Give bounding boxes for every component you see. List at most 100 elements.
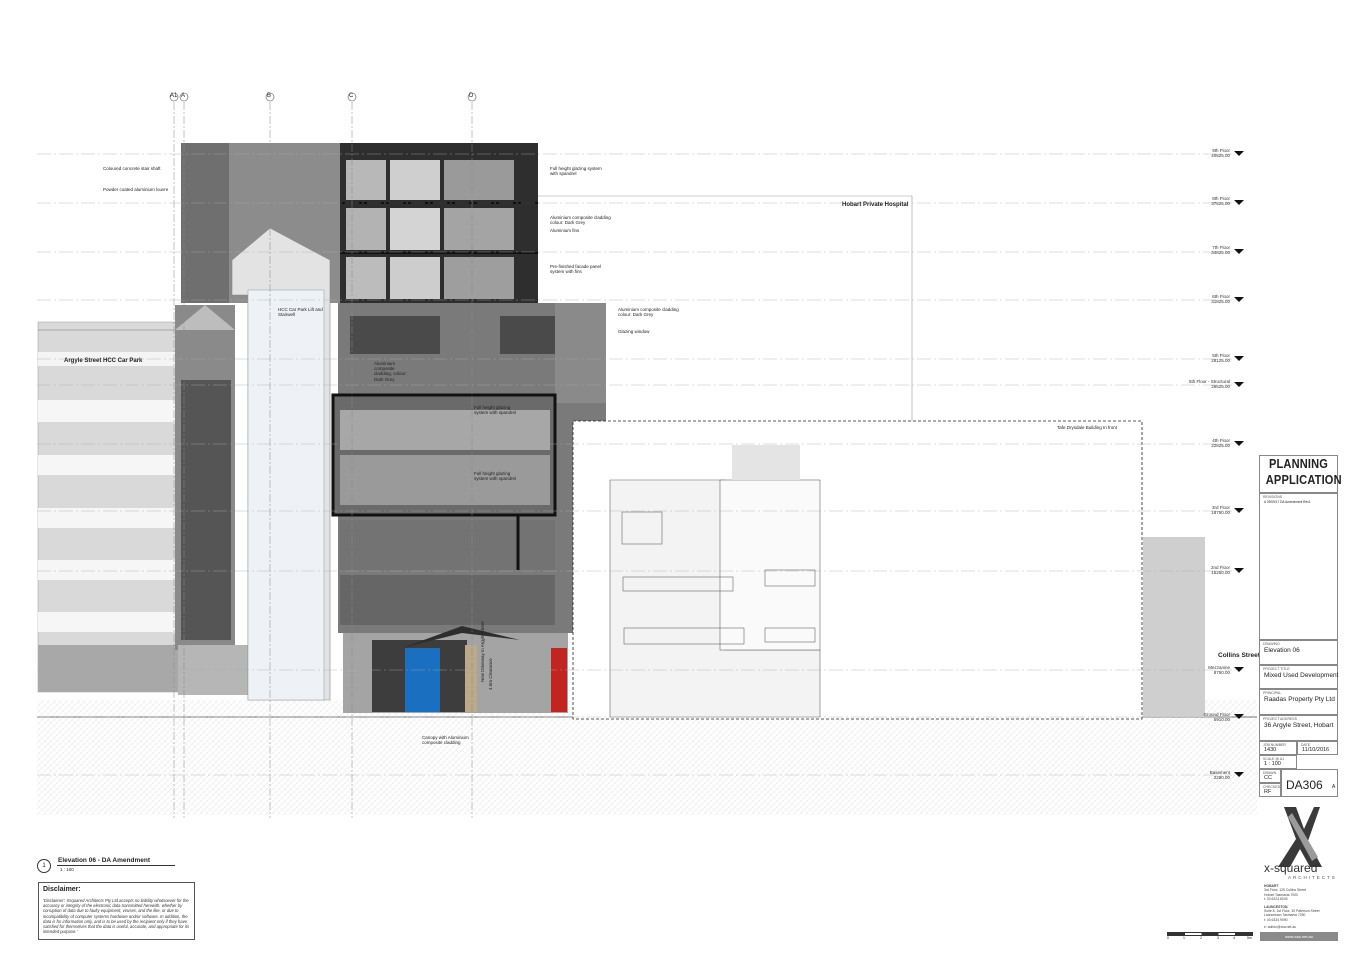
note-panel: Pre-finished facade panel system with fi…: [550, 264, 602, 275]
job-value: 1430: [1264, 747, 1277, 753]
x-logo-icon: [1278, 807, 1322, 867]
grid-bubble: [347, 92, 357, 102]
scale-tick: 4: [1233, 936, 1235, 940]
grid-label: A1: [170, 93, 178, 99]
level-marker-icon: [1234, 441, 1244, 446]
level-marker-icon: [1234, 249, 1244, 254]
scale-tick: 2: [1200, 936, 1202, 940]
scale-bar: 0 1 2 3 4 5m: [1167, 932, 1253, 940]
hcc-lift: [231, 227, 331, 701]
company-web[interactable]: www.xsa.net.au: [1260, 932, 1338, 941]
note-louvre: Powder coated aluminium louvre: [103, 187, 169, 192]
revisions-label: REVISIONS: [1263, 495, 1283, 499]
tower-upper: [340, 143, 538, 303]
note-canopy: Canopy with Aluminium composite cladding: [422, 735, 469, 746]
company-name: x-squared: [1264, 861, 1318, 875]
grid-bubble: [179, 92, 189, 102]
hospital-outline: [538, 195, 913, 421]
level-marker-icon: [1234, 508, 1244, 513]
date-label: DATE: [1301, 743, 1311, 747]
grid-label: D: [469, 93, 474, 99]
label-argyle-carpark: Argyle Street HCC Car Park: [64, 358, 143, 364]
note-alu-cladding: Aluminium composite cladding colour: Dar…: [550, 215, 611, 226]
addr-line: Hobart Tasmania 7000: [1264, 892, 1299, 897]
checked-value: RF: [1264, 789, 1272, 795]
grid-bubble: [169, 92, 179, 102]
drawing-cell: DRAWING Elevation 06: [1259, 640, 1338, 665]
job-cell: JOB NUMBER 1430: [1259, 741, 1297, 755]
addr-line: t: 03 6224 8245: [1264, 897, 1288, 902]
project-title-value: Mixed Used Development: [1264, 672, 1339, 679]
label-hobart-private: Hobart Private Hospital: [842, 202, 909, 208]
level-marker-icon: [1234, 667, 1244, 672]
grid-label: B: [267, 93, 272, 99]
address-value: 36 Argyle Street, Hobart: [1264, 722, 1334, 729]
disclaimer-heading: Disclaimer:: [43, 886, 81, 893]
level-marker-icon: [1234, 382, 1244, 387]
addr-line: 3rd Floor, 125 Collins Street: [1264, 888, 1307, 893]
level-lines: [37, 151, 1244, 777]
note-fins: Aluminium fins: [550, 228, 580, 233]
company-sub: ARCHITECTS: [1288, 875, 1337, 880]
addr-line: t: 03 6334 9090: [1264, 917, 1288, 922]
addr-line: HOBART: [1264, 884, 1279, 888]
level-marker-icon: [1234, 772, 1244, 777]
note-glazing-upper: Full height glazing system with spandrel: [550, 166, 602, 177]
view-scale: 1 : 100: [60, 867, 74, 872]
scale-tick: 1: [1183, 936, 1185, 940]
view-name: Elevation 06 - DA Amendment: [58, 857, 150, 864]
addr-line: Launceston Tasmania 7250: [1264, 913, 1306, 918]
checked-label: CHECKED: [1263, 785, 1281, 789]
grid-bubble: [265, 92, 275, 102]
revisions-cell: REVISIONS A 29/09/17 DA Amendment Rev1: [1259, 493, 1338, 640]
view-title: 1 Elevation 06 - DA Amendment 1 : 100: [37, 857, 182, 877]
ground-floor: [343, 626, 568, 713]
drawn-cell: DRAWN CC: [1259, 769, 1281, 783]
disclaimer-box: Disclaimer: 'Disclaimer': Xsquared Archi…: [38, 882, 195, 940]
sheet-number: DA306: [1286, 778, 1323, 792]
drawn-label: DRAWN: [1263, 771, 1277, 775]
scale-cell: SCALE @ A1 1 : 100: [1259, 755, 1297, 769]
note-driveway: New Driveway to Argyle Street: [480, 621, 485, 682]
grid-bubble: [467, 92, 477, 102]
level-marker-icon: [1234, 568, 1244, 573]
note-drysdale: Tafe Drysdale Building In front: [1057, 425, 1118, 430]
label-collins-street: Collins Street: [1218, 652, 1260, 659]
disclaimer-body: 'Disclaimer': Xsquared Architects Pty Lt…: [43, 898, 190, 935]
scale-tick: 0: [1167, 936, 1169, 940]
scale-value: 1 : 100: [1264, 761, 1281, 767]
drawn-value: CC: [1264, 775, 1272, 781]
note-alu-mid: Aluminium composite cladding, colour: Da…: [374, 361, 407, 382]
argyle-carpark: [37, 321, 179, 693]
job-label: JOB NUMBER: [1263, 743, 1286, 747]
addr-line: e: admin@xsa.net.au: [1264, 925, 1297, 930]
date-cell: DATE 11/10/2016: [1297, 741, 1338, 755]
tower-mid: [331, 303, 606, 633]
note-glazing-mid1: Full height glazing system with spandrel: [474, 405, 517, 416]
grid-label: A: [181, 93, 186, 99]
address-cell: PROJECT ADDRESS 36 Argyle Street, Hobart: [1259, 715, 1338, 741]
level-marker-icon: [1234, 297, 1244, 302]
drawing-value: Elevation 06: [1264, 647, 1300, 654]
sheet-no-cell: DA306 A: [1281, 769, 1338, 797]
collins-building: [1143, 537, 1205, 717]
address-label: PROJECT ADDRESS: [1263, 717, 1297, 721]
addr-line: LAUNCESTON: [1264, 904, 1288, 909]
drawing-label: DRAWING: [1263, 642, 1280, 646]
date-value: 11/10/2016: [1302, 747, 1330, 753]
level-marker-icon: [1234, 151, 1244, 156]
project-title-label: PROJECT TITLE: [1263, 667, 1290, 671]
revisions-text: A 29/09/17 DA Amendment Rev1: [1264, 500, 1311, 504]
level-marker-icon: [1234, 714, 1244, 719]
